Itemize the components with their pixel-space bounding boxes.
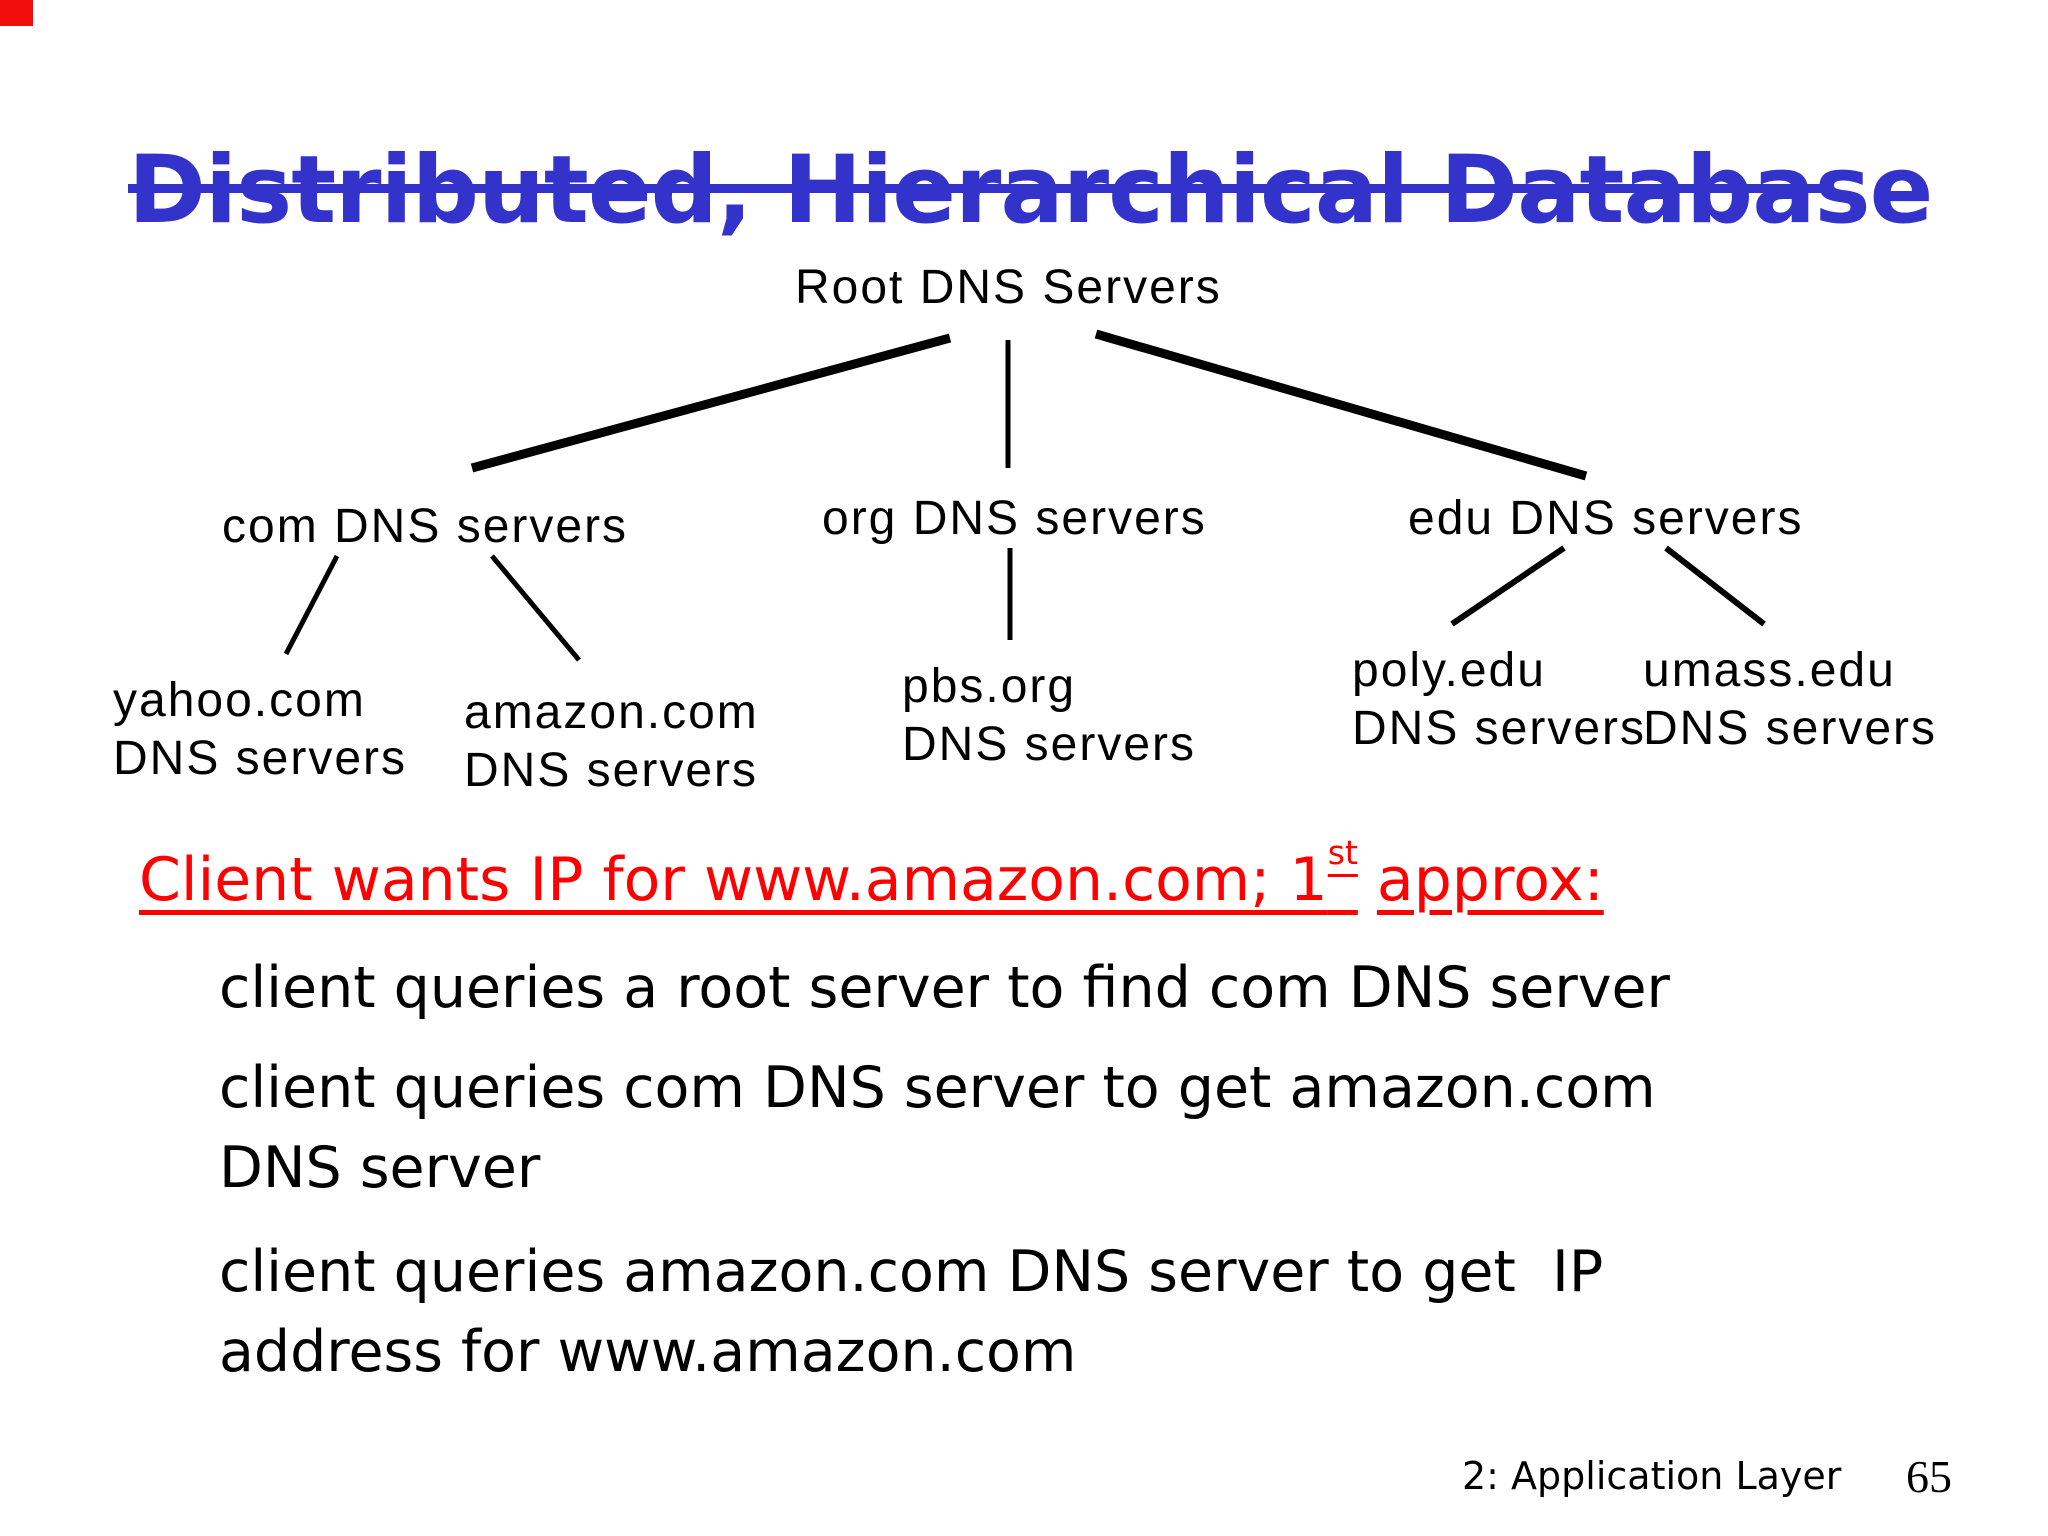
footer-page-number: 65	[1906, 1451, 1952, 1502]
leaf-dns-servers: DNS servers	[464, 744, 759, 797]
edge-edu-poly	[1450, 545, 1566, 627]
node-org-dns-servers: org DNS servers	[822, 492, 1207, 545]
edge-com-yahoo	[283, 554, 340, 656]
node-umass-edu: umass.edu DNS servers	[1643, 642, 1937, 758]
node-yahoo-com: yahoo.com DNS servers	[113, 672, 407, 788]
node-pbs-org: pbs.org DNS servers	[902, 658, 1196, 774]
edge-root-com	[470, 333, 952, 473]
body-step-2: client queries com DNS server to get ama…	[219, 1055, 1656, 1201]
node-poly-edu: poly.edu DNS servers	[1352, 642, 1646, 758]
node-amazon-com: amazon.com DNS servers	[464, 684, 759, 800]
leaf-dns-servers: DNS servers	[1352, 702, 1647, 755]
corner-mark	[0, 0, 33, 26]
footer-section-label: 2: Application Layer	[1462, 1454, 1842, 1498]
leaf-dns-servers: DNS servers	[902, 718, 1197, 771]
body-step-1: client queries a root server to find com…	[219, 955, 1670, 1021]
leaf-domain: umass.edu	[1643, 644, 1896, 697]
edge-root-edu	[1094, 329, 1588, 481]
edge-com-amazon	[490, 554, 581, 662]
node-root-dns-servers: Root DNS Servers	[795, 261, 1222, 314]
edge-edu-umass	[1664, 545, 1766, 627]
leaf-dns-servers: DNS servers	[113, 732, 408, 785]
leaf-domain: poly.edu	[1352, 644, 1546, 697]
node-edu-dns-servers: edu DNS servers	[1408, 492, 1804, 545]
leaf-domain: yahoo.com	[113, 674, 366, 727]
leaf-domain: amazon.com	[464, 686, 759, 739]
title-underline	[128, 184, 1834, 193]
heading-main: Client wants IP for www.amazon.com; 1st	[139, 836, 1358, 915]
heading-prefix: Client wants IP for www.amazon.com; 1	[139, 845, 1328, 915]
leaf-domain: pbs.org	[902, 660, 1077, 713]
client-query-heading: Client wants IP for www.amazon.com; 1st …	[139, 836, 1604, 910]
heading-suffix: approx:	[1376, 845, 1604, 915]
node-com-dns-servers: com DNS servers	[222, 500, 629, 553]
body-step-3: client queries amazon.com DNS server to …	[219, 1239, 1604, 1385]
leaf-dns-servers: DNS servers	[1643, 702, 1938, 755]
heading-superscript: st	[1327, 833, 1358, 873]
